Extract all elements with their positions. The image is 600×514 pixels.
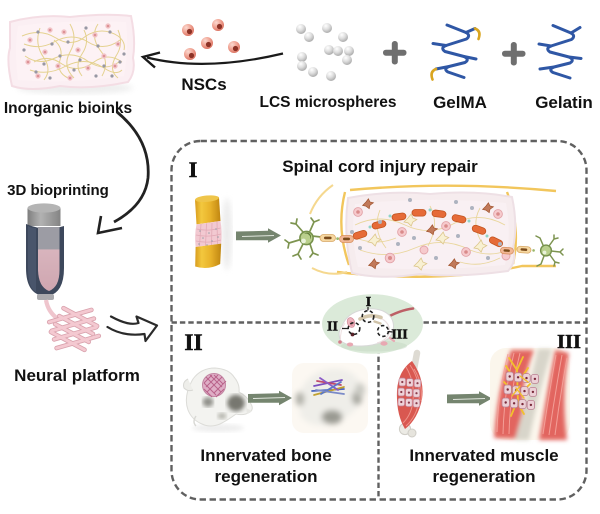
svg-text:I: I — [366, 295, 371, 310]
svg-text:I: I — [189, 157, 198, 182]
svg-text:III: III — [391, 328, 407, 343]
svg-text:Innervated muscle: Innervated muscle — [409, 446, 558, 465]
svg-text:GelMA: GelMA — [433, 93, 487, 112]
svg-text:Gelatin: Gelatin — [535, 93, 593, 112]
svg-text:II: II — [184, 330, 202, 356]
svg-text:regeneration: regeneration — [433, 467, 536, 486]
svg-text:Neural platform: Neural platform — [14, 366, 140, 385]
svg-text:LCS microspheres: LCS microspheres — [260, 94, 397, 111]
svg-text:II: II — [327, 320, 338, 335]
svg-text:regeneration: regeneration — [215, 467, 318, 486]
svg-text:3D bioprinting: 3D bioprinting — [7, 182, 109, 199]
svg-text:Inorganic bioinks: Inorganic bioinks — [4, 100, 132, 117]
svg-text:III: III — [557, 331, 581, 353]
svg-text:Innervated bone: Innervated bone — [200, 446, 331, 465]
svg-text:Spinal cord injury repair: Spinal cord injury repair — [282, 157, 478, 176]
svg-text:NSCs: NSCs — [181, 75, 226, 94]
